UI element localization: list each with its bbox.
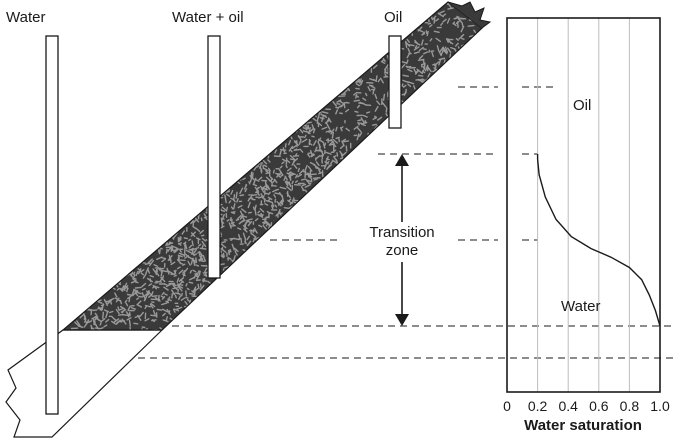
label-region-oil: Oil (573, 97, 591, 114)
chart-frame (506, 17, 661, 393)
label-well-water: Water (6, 9, 45, 26)
label-region-water: Water (561, 298, 600, 315)
x-tick-label: 0.4 (558, 398, 578, 414)
x-tick-label: 1.0 (650, 398, 670, 414)
reservoir-layer-lower (5, 329, 164, 438)
oil-bearing-rock (61, 1, 492, 331)
x-tick-label: 0.2 (528, 398, 548, 414)
label-transition-line2: zone (386, 242, 419, 259)
well-water-oil (207, 35, 221, 279)
label-transition-line1: Transition (369, 224, 434, 241)
x-tick-label: 0.6 (589, 398, 609, 414)
well-oil (388, 35, 402, 129)
label-well-water-oil: Water + oil (172, 9, 244, 26)
x-axis-title: Water saturation (524, 417, 642, 434)
saturation-curve (536, 154, 661, 327)
saturation-chart: Oil Water 0 0.2 0.4 0.6 0.8 1.0 Water saturat… (503, 17, 670, 434)
x-tick-label: 0.8 (620, 398, 640, 414)
label-well-oil: Oil (384, 9, 402, 26)
x-tick-label: 0 (503, 398, 511, 414)
transition-arrow-icon (395, 154, 409, 326)
well-water (45, 35, 59, 415)
